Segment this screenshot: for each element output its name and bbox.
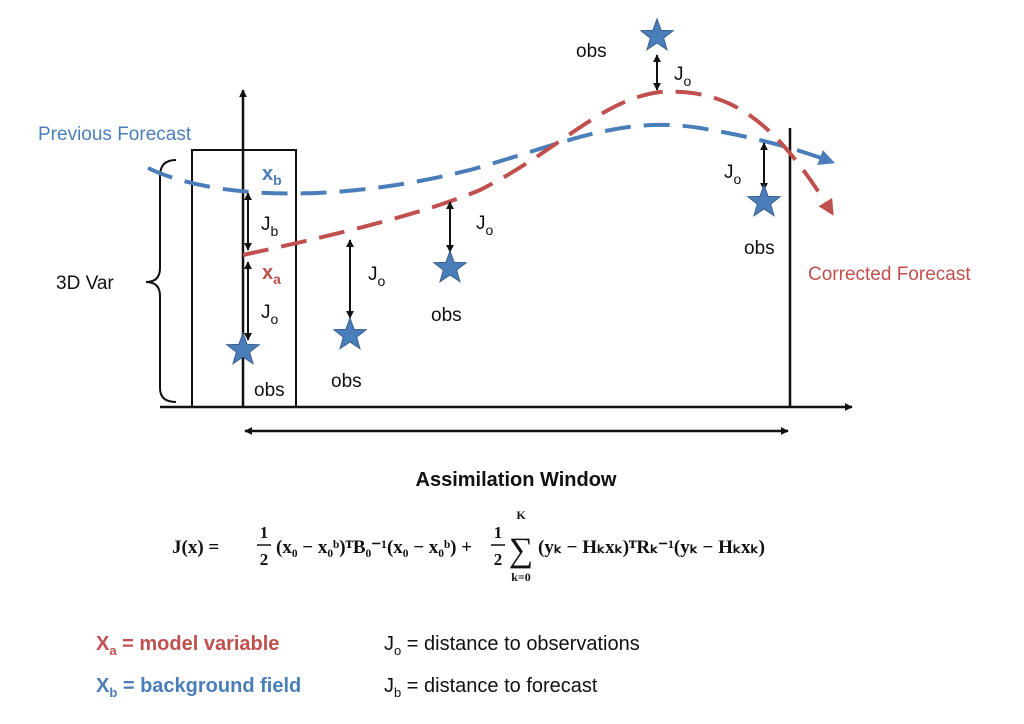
previous-forecast-curve xyxy=(147,122,835,196)
cost-function-equation: J(x) = 1 2 (x₀ − x₀ᵇ)ᵀB₀⁻¹(x₀ − x₀ᵇ) + 1… xyxy=(172,508,765,584)
observation-star-icon xyxy=(332,316,368,350)
legend-xa-symbol: X xyxy=(96,633,110,655)
previous-forecast-label: Previous Forecast xyxy=(38,124,192,145)
obs-label: obs xyxy=(431,305,462,326)
observation-star-icon xyxy=(225,331,261,365)
svg-text:1: 1 xyxy=(494,523,503,542)
3dvar-box xyxy=(191,149,297,408)
assimilation-window-label: Assimilation Window xyxy=(416,469,617,491)
corrected-forecast-curve xyxy=(242,89,834,257)
svg-text:1: 1 xyxy=(260,523,269,542)
jo-label-5: Jo xyxy=(724,162,742,187)
legend-jo: Jo = distance to observations xyxy=(384,633,640,658)
jo-label-1: Jo xyxy=(261,302,279,327)
corrected-forecast-label: Corrected Forecast xyxy=(808,264,971,285)
obs-label: obs xyxy=(744,238,775,259)
obs-label: obs xyxy=(254,380,285,401)
svg-text:2: 2 xyxy=(260,550,269,569)
legend-xa-sub: a xyxy=(109,643,117,658)
svg-text:k=0: k=0 xyxy=(511,570,531,584)
legend-xa: Xa = model variable xyxy=(96,633,279,658)
jo-label-2: Jo xyxy=(368,264,386,289)
legend-xb-sub: b xyxy=(109,685,118,700)
svg-text:(yₖ − Hₖxₖ)ᵀRₖ⁻¹(yₖ − Hₖxₖ): (yₖ − Hₖxₖ)ᵀRₖ⁻¹(yₖ − Hₖxₖ) xyxy=(538,537,765,558)
observation-star-icon xyxy=(746,183,782,217)
jb-label: Jb xyxy=(261,214,279,239)
legend-xb: Xb = background field xyxy=(96,675,301,700)
svg-text:∑: ∑ xyxy=(509,532,533,569)
observation-star-icon xyxy=(639,17,675,51)
legend-jb-sub: b xyxy=(394,685,402,700)
jo-label-4: Jo xyxy=(674,64,692,89)
svg-text:2: 2 xyxy=(494,550,503,569)
xa-label: xa xyxy=(262,262,281,287)
svg-text:K: K xyxy=(516,508,526,522)
legend-xb-symbol: X xyxy=(96,675,110,697)
legend-jb-text: = distance to forecast xyxy=(401,675,598,697)
jo-label-3: Jo xyxy=(476,213,494,238)
legend-jo-text: = distance to observations xyxy=(401,633,640,655)
observation-star-icon xyxy=(432,249,468,283)
legend-jb: Jb = distance to forecast xyxy=(384,675,597,700)
xb-label: xb xyxy=(262,163,282,188)
legend-jo-sub: o xyxy=(394,643,402,658)
svg-text:J(x) =: J(x) = xyxy=(172,537,219,558)
obs-label: obs xyxy=(576,41,607,62)
3dvar-brace xyxy=(145,159,177,403)
svg-text:(x₀ − x₀ᵇ)ᵀB₀⁻¹(x₀ − x₀ᵇ) +: (x₀ − x₀ᵇ)ᵀB₀⁻¹(x₀ − x₀ᵇ) + xyxy=(276,537,472,558)
legend-xa-text: = model variable xyxy=(116,633,280,655)
legend-xb-text: = background field xyxy=(117,675,302,697)
legend-jo-symbol: J xyxy=(384,633,394,655)
3dvar-label: 3D Var xyxy=(56,273,114,294)
legend-jb-symbol: J xyxy=(384,675,394,697)
obs-label: obs xyxy=(331,371,362,392)
